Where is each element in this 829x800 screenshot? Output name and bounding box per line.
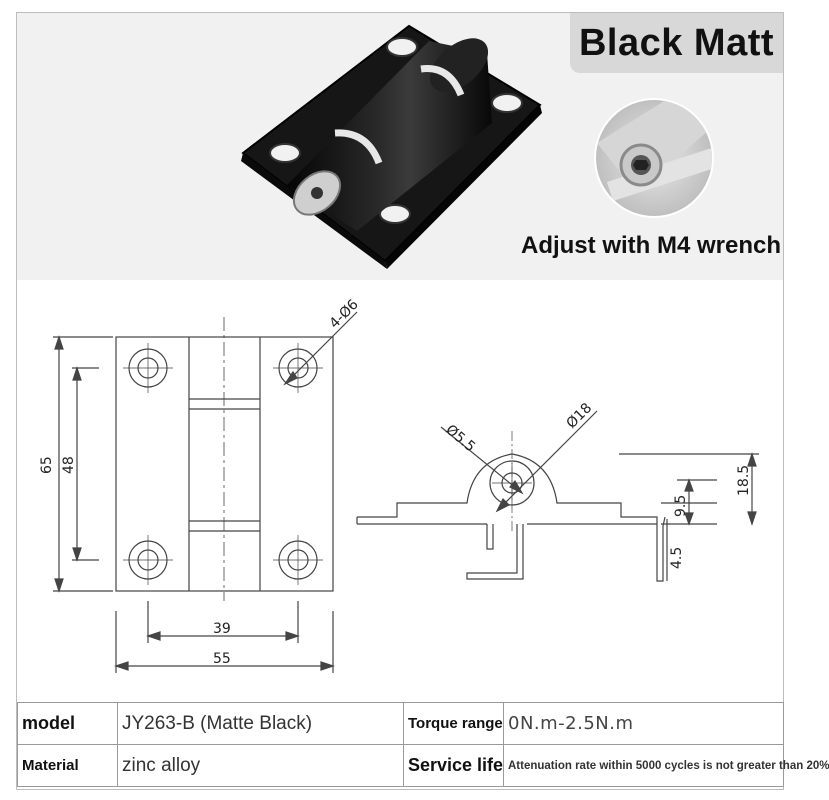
screw-hole [379,204,411,224]
front-view-holes [123,343,323,585]
dim-hole-spec: 4-Ø6 [327,296,362,331]
table-row: Material zinc alloy Service life Attenua… [17,744,829,787]
dim-height-knuckle: 18.5 [736,465,752,496]
dim-width-total: 55 [213,651,231,667]
spec-value-torque: 0N.m-2.5N.m [503,702,784,745]
screw-hole [386,37,418,57]
dim-thickness: 4.5 [669,547,685,569]
dim-height-total: 65 [39,456,55,474]
front-view-outline [115,336,334,592]
spec-value-material: zinc alloy [117,744,404,787]
finish-label: Black Matt [578,21,775,64]
outer-frame [16,12,784,790]
dim-knuckle-dia: Ø18 [564,400,596,432]
spec-value-life: Attenuation rate within 5000 cycles is n… [503,744,829,787]
wrench-detail-zoom [594,98,714,218]
hinge-photo [241,24,714,269]
screw-hole [491,93,523,113]
wrench-caption: Adjust with M4 wrench [520,232,781,259]
spec-label-torque: Torque range [403,702,504,745]
spec-label-model: model [17,702,118,745]
spec-label-material: Material [17,744,118,787]
dim-height-holes: 48 [61,456,77,474]
spec-table: model JY263-B (Matte Black) Torque range… [17,702,829,787]
barrel-ring [420,65,465,97]
spec-label-life: Service life [403,744,504,787]
side-view-outline [356,410,759,582]
spec-value-model: JY263-B (Matte Black) [117,702,404,745]
hinge-body [241,24,542,269]
table-row: model JY263-B (Matte Black) Torque range… [17,702,784,745]
dim-height-plate-offset: 9.5 [673,495,689,517]
dim-bore-dia: Ø5.5 [442,422,478,456]
screw-hole [269,143,301,163]
barrel-ring [334,129,383,165]
technical-drawing: 4-Ø6 65 48 39 55 Ø5.5 Ø18 18.5 9.5 4.5 [39,296,759,673]
finish-banner: Black Matt [570,13,783,73]
dim-width-holes: 39 [213,621,231,637]
product-photo-panel [17,13,783,280]
